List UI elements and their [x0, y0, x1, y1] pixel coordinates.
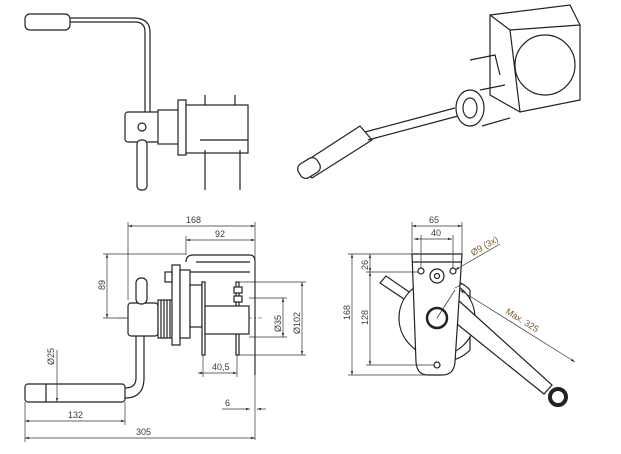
side-dimension-view: 168 92 89 Ø35 Ø102 40,5 Ø25 132 305 6: [24, 215, 306, 442]
dim-132: 132: [68, 410, 83, 420]
dim-168-height: 168: [342, 305, 352, 320]
top-side-view: [24, 13, 249, 191]
dim-89: 89: [97, 280, 107, 290]
dim-128: 128: [360, 310, 370, 325]
dim-drum-width: 40,5: [212, 362, 230, 372]
isometric-view: [297, 4, 581, 179]
hole-note: Ø9 (3x): [469, 234, 500, 258]
dim-6: 6: [225, 398, 230, 408]
dim-max-reach: Max. 325: [504, 306, 541, 334]
dim-92: 92: [215, 229, 225, 239]
dim-26: 26: [360, 260, 370, 270]
dim-grip-dia: Ø25: [46, 348, 56, 365]
front-dimension-view: 65 40 168 26 128 Ø9 (3x) Max. 325: [342, 215, 576, 407]
dim-65: 65: [429, 215, 439, 225]
dim-shaft-dia: Ø35: [273, 315, 283, 332]
dim-305: 305: [136, 427, 151, 437]
dim-40: 40: [431, 228, 441, 238]
dim-168: 168: [186, 215, 201, 225]
dim-drum-dia: Ø102: [292, 312, 302, 334]
